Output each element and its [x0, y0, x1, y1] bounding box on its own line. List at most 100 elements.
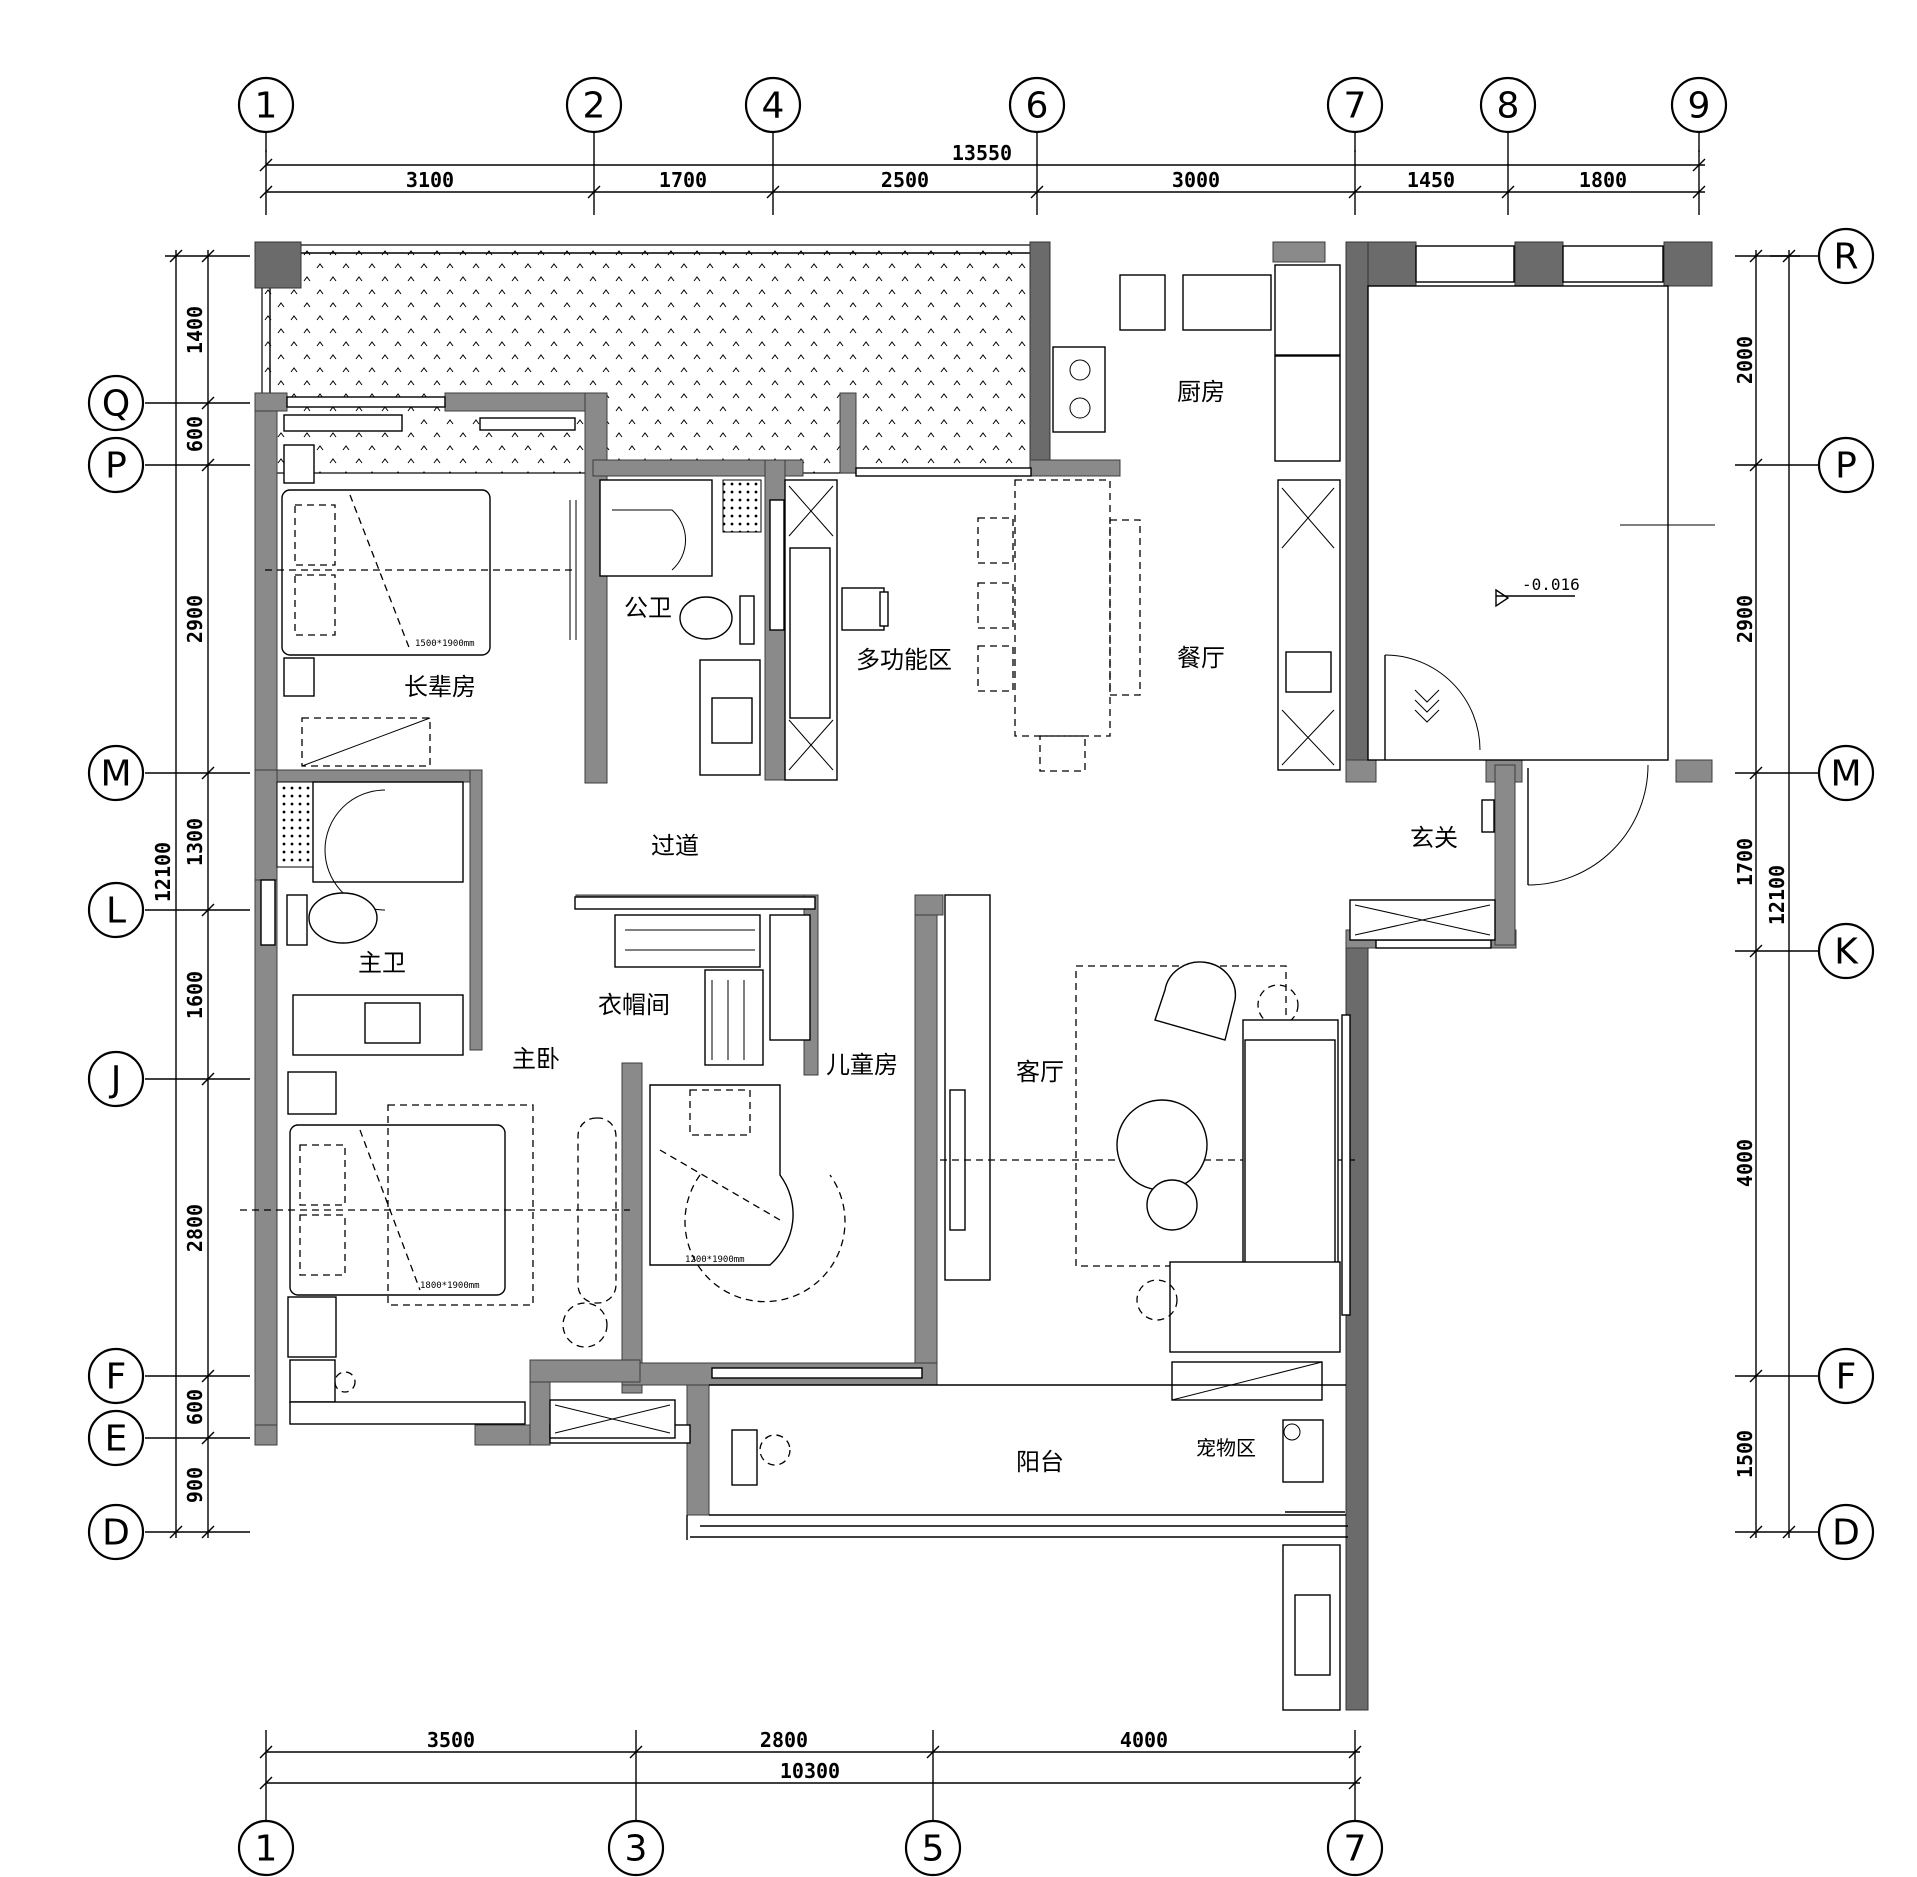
right-axis-P: P [1817, 436, 1875, 494]
svg-text:6: 6 [1026, 86, 1049, 127]
svg-text:4: 4 [762, 86, 785, 127]
svg-text:P: P [105, 446, 127, 487]
room-label-kitchen: 厨房 [1177, 378, 1225, 406]
room-label-dining: 餐厅 [1177, 644, 1225, 672]
right-dimension-2: 2900 [1733, 595, 1757, 643]
terrace-area [261, 244, 1033, 474]
room-label-balcony: 阳台 [1016, 1448, 1064, 1476]
walls [254, 241, 1713, 1711]
left-dimension-5: 1600 [183, 971, 207, 1019]
svg-text:D: D [1832, 1513, 1860, 1554]
top-dimension-5: 1450 [1407, 168, 1455, 192]
elevation-mark: -0.016 [1522, 575, 1580, 594]
right-dimension-1: 2000 [1733, 336, 1757, 384]
svg-text:8: 8 [1497, 86, 1520, 127]
elder-bedroom-furniture [265, 414, 577, 767]
top-axis-1: 1 [237, 76, 295, 134]
master-bedroom-furniture [240, 1071, 630, 1425]
svg-text:F: F [106, 1357, 127, 1398]
left-dimension-4: 1300 [183, 818, 207, 866]
top-axis-7: 7 [1326, 76, 1384, 134]
svg-text:3: 3 [625, 1829, 648, 1870]
right-axis-F: F [1817, 1347, 1875, 1405]
multi-function-furniture [784, 479, 889, 781]
left-axis-L: L [87, 881, 145, 939]
left-axis-F: F [87, 1347, 145, 1405]
top-axis-4: 4 [744, 76, 802, 134]
room-label-master-bath: 主卫 [358, 949, 406, 977]
top-dimension-lines [259, 130, 1706, 215]
left-axis-M: M [87, 744, 145, 802]
left-dimension-lines [145, 249, 250, 1539]
left-dimension-7: 600 [183, 1389, 207, 1425]
bottom-axis-1: 1 [237, 1819, 295, 1877]
top-dimension-2: 1700 [659, 168, 707, 192]
top-dimension-6: 1800 [1579, 168, 1627, 192]
svg-text:J: J [109, 1060, 122, 1101]
left-dimension-6: 2800 [183, 1204, 207, 1252]
left-axis-E: E [87, 1409, 145, 1467]
right-dimension-3: 1700 [1733, 838, 1757, 886]
entrance-area [1349, 285, 1715, 941]
room-label-master-bedroom: 主卧 [512, 1045, 560, 1073]
living-room-furniture [1075, 961, 1351, 1401]
master-bath-fixtures [276, 781, 464, 1056]
bottom-axis-3: 3 [607, 1819, 665, 1877]
right-total-dimension: 12100 [1765, 865, 1789, 925]
svg-text:P: P [1835, 446, 1857, 487]
right-axis-M: M [1817, 744, 1875, 802]
svg-text:M: M [1830, 754, 1861, 795]
kids-room-furniture [649, 894, 1360, 1379]
top-axis-2: 2 [565, 76, 623, 134]
svg-text:K: K [1834, 932, 1859, 973]
top-dimension-3: 2500 [881, 168, 929, 192]
svg-text:D: D [102, 1513, 130, 1554]
bottom-axis-7: 7 [1326, 1819, 1384, 1877]
right-axis-R: R [1817, 227, 1875, 285]
room-label-cloakroom: 衣帽间 [598, 991, 670, 1019]
cloakroom-fixtures [574, 896, 816, 1066]
room-label-public-bath: 公卫 [624, 594, 672, 622]
master-bed-size: 1800*1900mm [420, 1281, 480, 1291]
top-total-dimension: 13550 [952, 141, 1012, 165]
left-dimension-3: 2900 [183, 595, 207, 643]
top-dimension-4: 3000 [1172, 168, 1220, 192]
svg-text:9: 9 [1688, 86, 1711, 127]
right-axis-D: D [1817, 1503, 1875, 1561]
left-dimension-1: 1400 [183, 306, 207, 354]
left-total-dimension: 12100 [151, 842, 175, 902]
bottom-dimension-lines [259, 1730, 1362, 1822]
public-bath-fixtures [599, 479, 785, 776]
dining-kitchen-furniture [977, 264, 1341, 772]
left-axis-Q: Q [87, 374, 145, 432]
svg-text:7: 7 [1344, 86, 1367, 127]
room-label-kids-room: 儿童房 [826, 1051, 898, 1079]
left-axis-P: P [87, 436, 145, 494]
svg-text:2: 2 [583, 86, 606, 127]
bottom-total-dimension: 10300 [780, 1759, 840, 1783]
left-dimension-8: 900 [183, 1467, 207, 1503]
left-axis-D: D [87, 1503, 145, 1561]
left-axis-J: J [87, 1050, 145, 1108]
svg-text:1: 1 [255, 1829, 278, 1870]
right-dimension-lines [1735, 249, 1820, 1539]
room-label-living-room: 客厅 [1016, 1058, 1064, 1086]
svg-text:M: M [100, 754, 131, 795]
top-axis-6: 6 [1008, 76, 1066, 134]
right-dimension-5: 1500 [1733, 1430, 1757, 1478]
bottom-dimension-3: 4000 [1120, 1728, 1168, 1752]
bottom-dimension-1: 3500 [427, 1728, 475, 1752]
right-dimension-4: 4000 [1733, 1139, 1757, 1187]
elder-bed-size: 1500*1900mm [415, 639, 475, 649]
kids-bed-size: 1200*1900mm [685, 1255, 745, 1265]
balcony-area [549, 1384, 1348, 1711]
room-label-corridor: 过道 [651, 832, 699, 860]
svg-text:L: L [106, 891, 126, 932]
bottom-axis-5: 5 [904, 1819, 962, 1877]
svg-text:1: 1 [255, 86, 278, 127]
top-axis-9: 9 [1670, 76, 1728, 134]
right-axis-K: K [1817, 922, 1875, 980]
room-label-pet-area: 宠物区 [1196, 1436, 1256, 1460]
top-axis-8: 8 [1479, 76, 1537, 134]
